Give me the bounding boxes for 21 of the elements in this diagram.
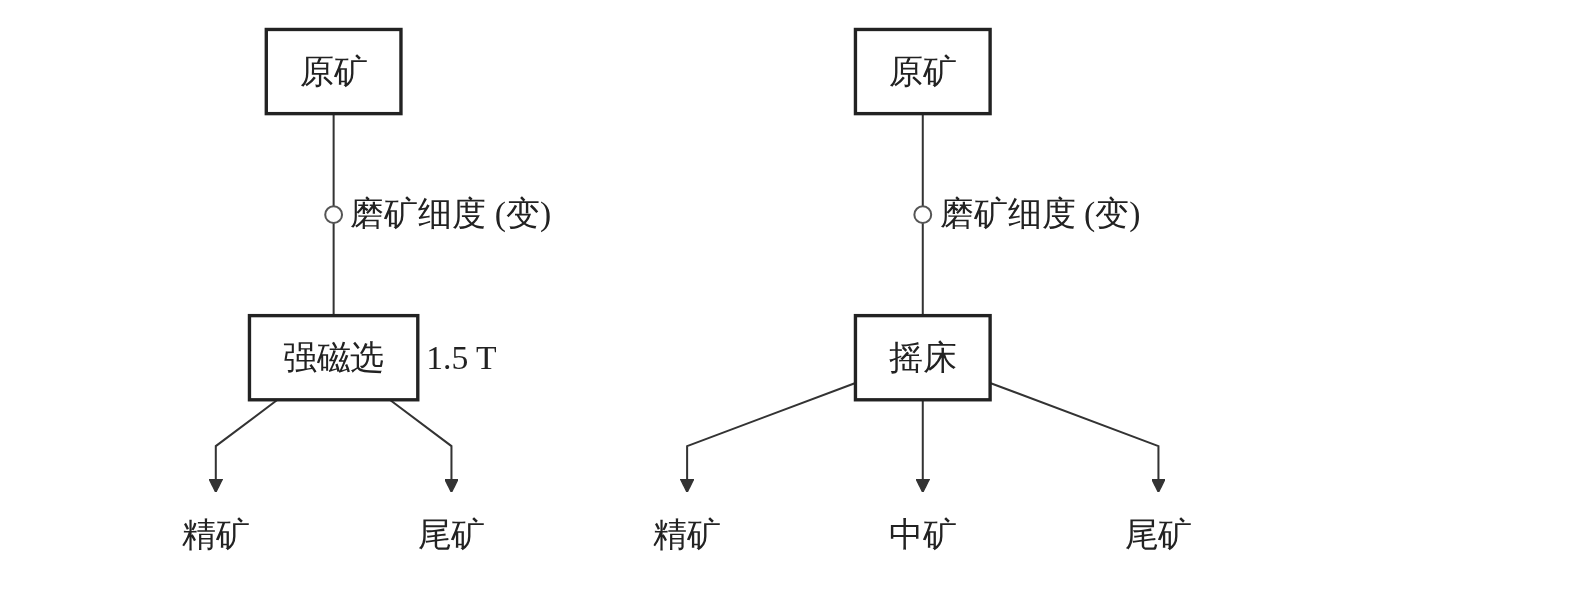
node-caption: 磨矿细度 (变) [350,194,552,235]
connector [333,113,335,207]
connector [922,113,925,207]
arrow [208,399,279,494]
node-text: 中矿 [889,515,957,553]
node-text: 尾矿 [1125,515,1193,553]
arrow [389,399,460,494]
node-text: 精矿 [182,515,250,553]
node-box: 强磁选 [248,313,420,402]
arrow [915,399,931,494]
node-caption: 1.5 T [426,337,497,378]
node-box: 原矿 [265,27,403,116]
connector [922,223,925,316]
node-text: 精矿 [653,515,722,553]
node-caption: 磨矿细度 (变) [939,194,1141,235]
node-box: 原矿 [854,27,993,116]
node-circle [324,205,344,225]
node-box: 摇床 [854,313,993,402]
node-text: 尾矿 [418,515,486,553]
node-circle [913,205,933,225]
connector [333,223,335,316]
